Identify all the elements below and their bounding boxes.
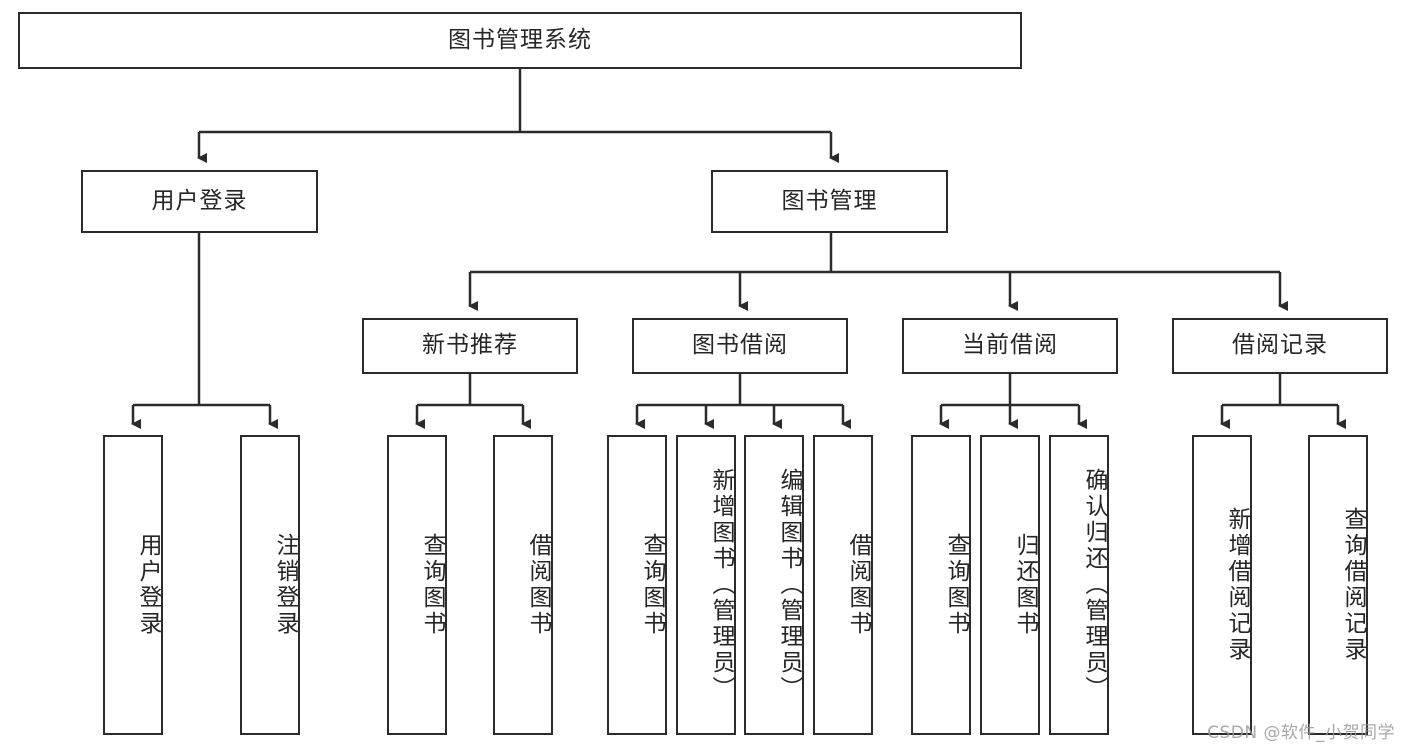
node-leaf-borrow-book-recommend-label: 借阅图书 <box>525 533 551 637</box>
node-new-book-recommend[interactable]: 新书推荐 <box>362 318 578 374</box>
node-leaf-add-book-admin-label: 新增图书（管理员） <box>708 468 734 702</box>
node-leaf-borrow-book[interactable]: 借阅图书 <box>813 435 873 735</box>
node-leaf-query-book-borrow-label: 查询图书 <box>639 533 665 637</box>
node-leaf-edit-book-admin[interactable]: 编辑图书（管理员） <box>744 435 804 735</box>
node-leaf-return-book-label: 归还图书 <box>1012 533 1038 637</box>
node-leaf-confirm-return-admin[interactable]: 确认归还（管理员） <box>1049 435 1109 735</box>
node-root-book-management-system[interactable]: 图书管理系统 <box>18 12 1022 69</box>
node-borrow-record-label: 借阅记录 <box>1232 332 1328 359</box>
node-book-management[interactable]: 图书管理 <box>711 170 948 233</box>
node-leaf-query-book-borrow[interactable]: 查询图书 <box>607 435 667 735</box>
node-leaf-query-book-current-label: 查询图书 <box>943 533 969 637</box>
node-leaf-edit-book-admin-label: 编辑图书（管理员） <box>776 468 802 702</box>
node-book-borrow[interactable]: 图书借阅 <box>632 318 848 374</box>
node-leaf-logout-label: 注销登录 <box>272 533 298 637</box>
node-book-borrow-label: 图书借阅 <box>692 332 788 359</box>
node-current-borrow-label: 当前借阅 <box>962 332 1058 359</box>
node-leaf-query-book-current[interactable]: 查询图书 <box>911 435 971 735</box>
node-new-book-recommend-label: 新书推荐 <box>422 332 518 359</box>
node-leaf-logout[interactable]: 注销登录 <box>240 435 300 735</box>
node-leaf-query-book-recommend-label: 查询图书 <box>419 533 445 637</box>
node-book-management-label: 图书管理 <box>781 187 878 214</box>
node-leaf-user-login-label: 用户登录 <box>135 533 161 637</box>
node-user-login[interactable]: 用户登录 <box>81 170 318 233</box>
node-leaf-return-book[interactable]: 归还图书 <box>980 435 1040 735</box>
node-leaf-query-borrow-record[interactable]: 查询借阅记录 <box>1308 435 1368 735</box>
node-leaf-add-borrow-record-label: 新增借阅记录 <box>1224 507 1250 663</box>
node-user-login-label: 用户登录 <box>151 187 248 214</box>
node-leaf-user-login[interactable]: 用户登录 <box>103 435 163 735</box>
node-borrow-record[interactable]: 借阅记录 <box>1172 318 1388 374</box>
node-leaf-borrow-book-label: 借阅图书 <box>845 533 871 637</box>
node-leaf-query-book-recommend[interactable]: 查询图书 <box>387 435 447 735</box>
node-root-label: 图书管理系统 <box>448 26 592 53</box>
node-leaf-add-borrow-record[interactable]: 新增借阅记录 <box>1192 435 1252 735</box>
node-current-borrow[interactable]: 当前借阅 <box>902 318 1118 374</box>
node-leaf-add-book-admin[interactable]: 新增图书（管理员） <box>676 435 736 735</box>
node-leaf-query-borrow-record-label: 查询借阅记录 <box>1340 507 1366 663</box>
csdn-watermark: CSDN @软件_小贺同学 <box>1207 723 1395 743</box>
node-leaf-confirm-return-admin-label: 确认归还（管理员） <box>1081 468 1107 702</box>
node-leaf-borrow-book-recommend[interactable]: 借阅图书 <box>493 435 553 735</box>
